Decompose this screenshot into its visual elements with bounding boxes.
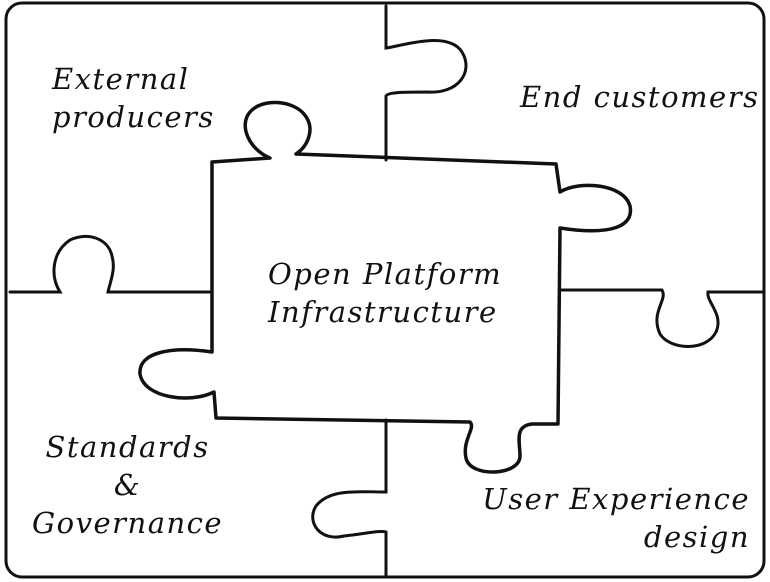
center-label-line-2: Infrastructure [268, 295, 498, 329]
bottom-left-label-line-1: Standards [45, 430, 210, 464]
center-piece-outline [138, 100, 633, 474]
left-divider-line [8, 235, 212, 294]
bottom-left-label-line-2: & [113, 468, 142, 502]
top-right-piece-label: End customers [520, 78, 759, 116]
right-divider-line [560, 288, 766, 348]
bottom-left-piece-label: Standards & Governance [32, 428, 223, 542]
top-left-label-line-2: producers [52, 100, 215, 134]
bottom-divider-line [311, 418, 388, 578]
top-left-label-line-1: External [52, 62, 190, 96]
top-right-label-line-1: End customers [520, 80, 760, 114]
bottom-right-label-line-2: design [643, 520, 750, 554]
top-left-piece-label: External producers [52, 60, 215, 136]
center-piece-label: Open Platform Infrastructure [268, 255, 502, 331]
center-label-line-1: Open Platform [268, 257, 503, 291]
bottom-right-label-line-1: User Experience [482, 482, 750, 516]
bottom-right-piece-label: User Experience design [480, 480, 750, 556]
bottom-left-label-line-3: Governance [32, 506, 224, 540]
top-divider-line [384, 4, 468, 162]
